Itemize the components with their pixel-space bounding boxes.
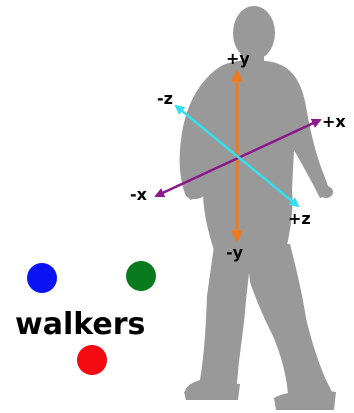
silhouette-front-shoe (274, 390, 336, 410)
minus-z-label: -z (157, 89, 173, 108)
plus-x-label: +x (322, 112, 346, 131)
plus-z-label: +z (288, 209, 311, 228)
red-dot-icon (77, 345, 107, 375)
green-dot-icon (126, 261, 156, 291)
walking-person-silhouette-icon (179, 6, 336, 410)
z-axis-arrow (174, 104, 300, 208)
silhouette-front-leg (246, 244, 334, 408)
silhouette-front-hand (319, 186, 333, 198)
minus-x-label: -x (130, 185, 148, 204)
silhouette-head (233, 6, 275, 60)
minus-y-label: -y (226, 243, 244, 262)
plus-y-label: +y (226, 49, 250, 68)
silhouette-rear-leg (185, 246, 252, 398)
blue-dot-icon (27, 263, 57, 293)
silhouette-rear-shoe (184, 381, 240, 400)
walkers-title: walkers (15, 307, 145, 342)
